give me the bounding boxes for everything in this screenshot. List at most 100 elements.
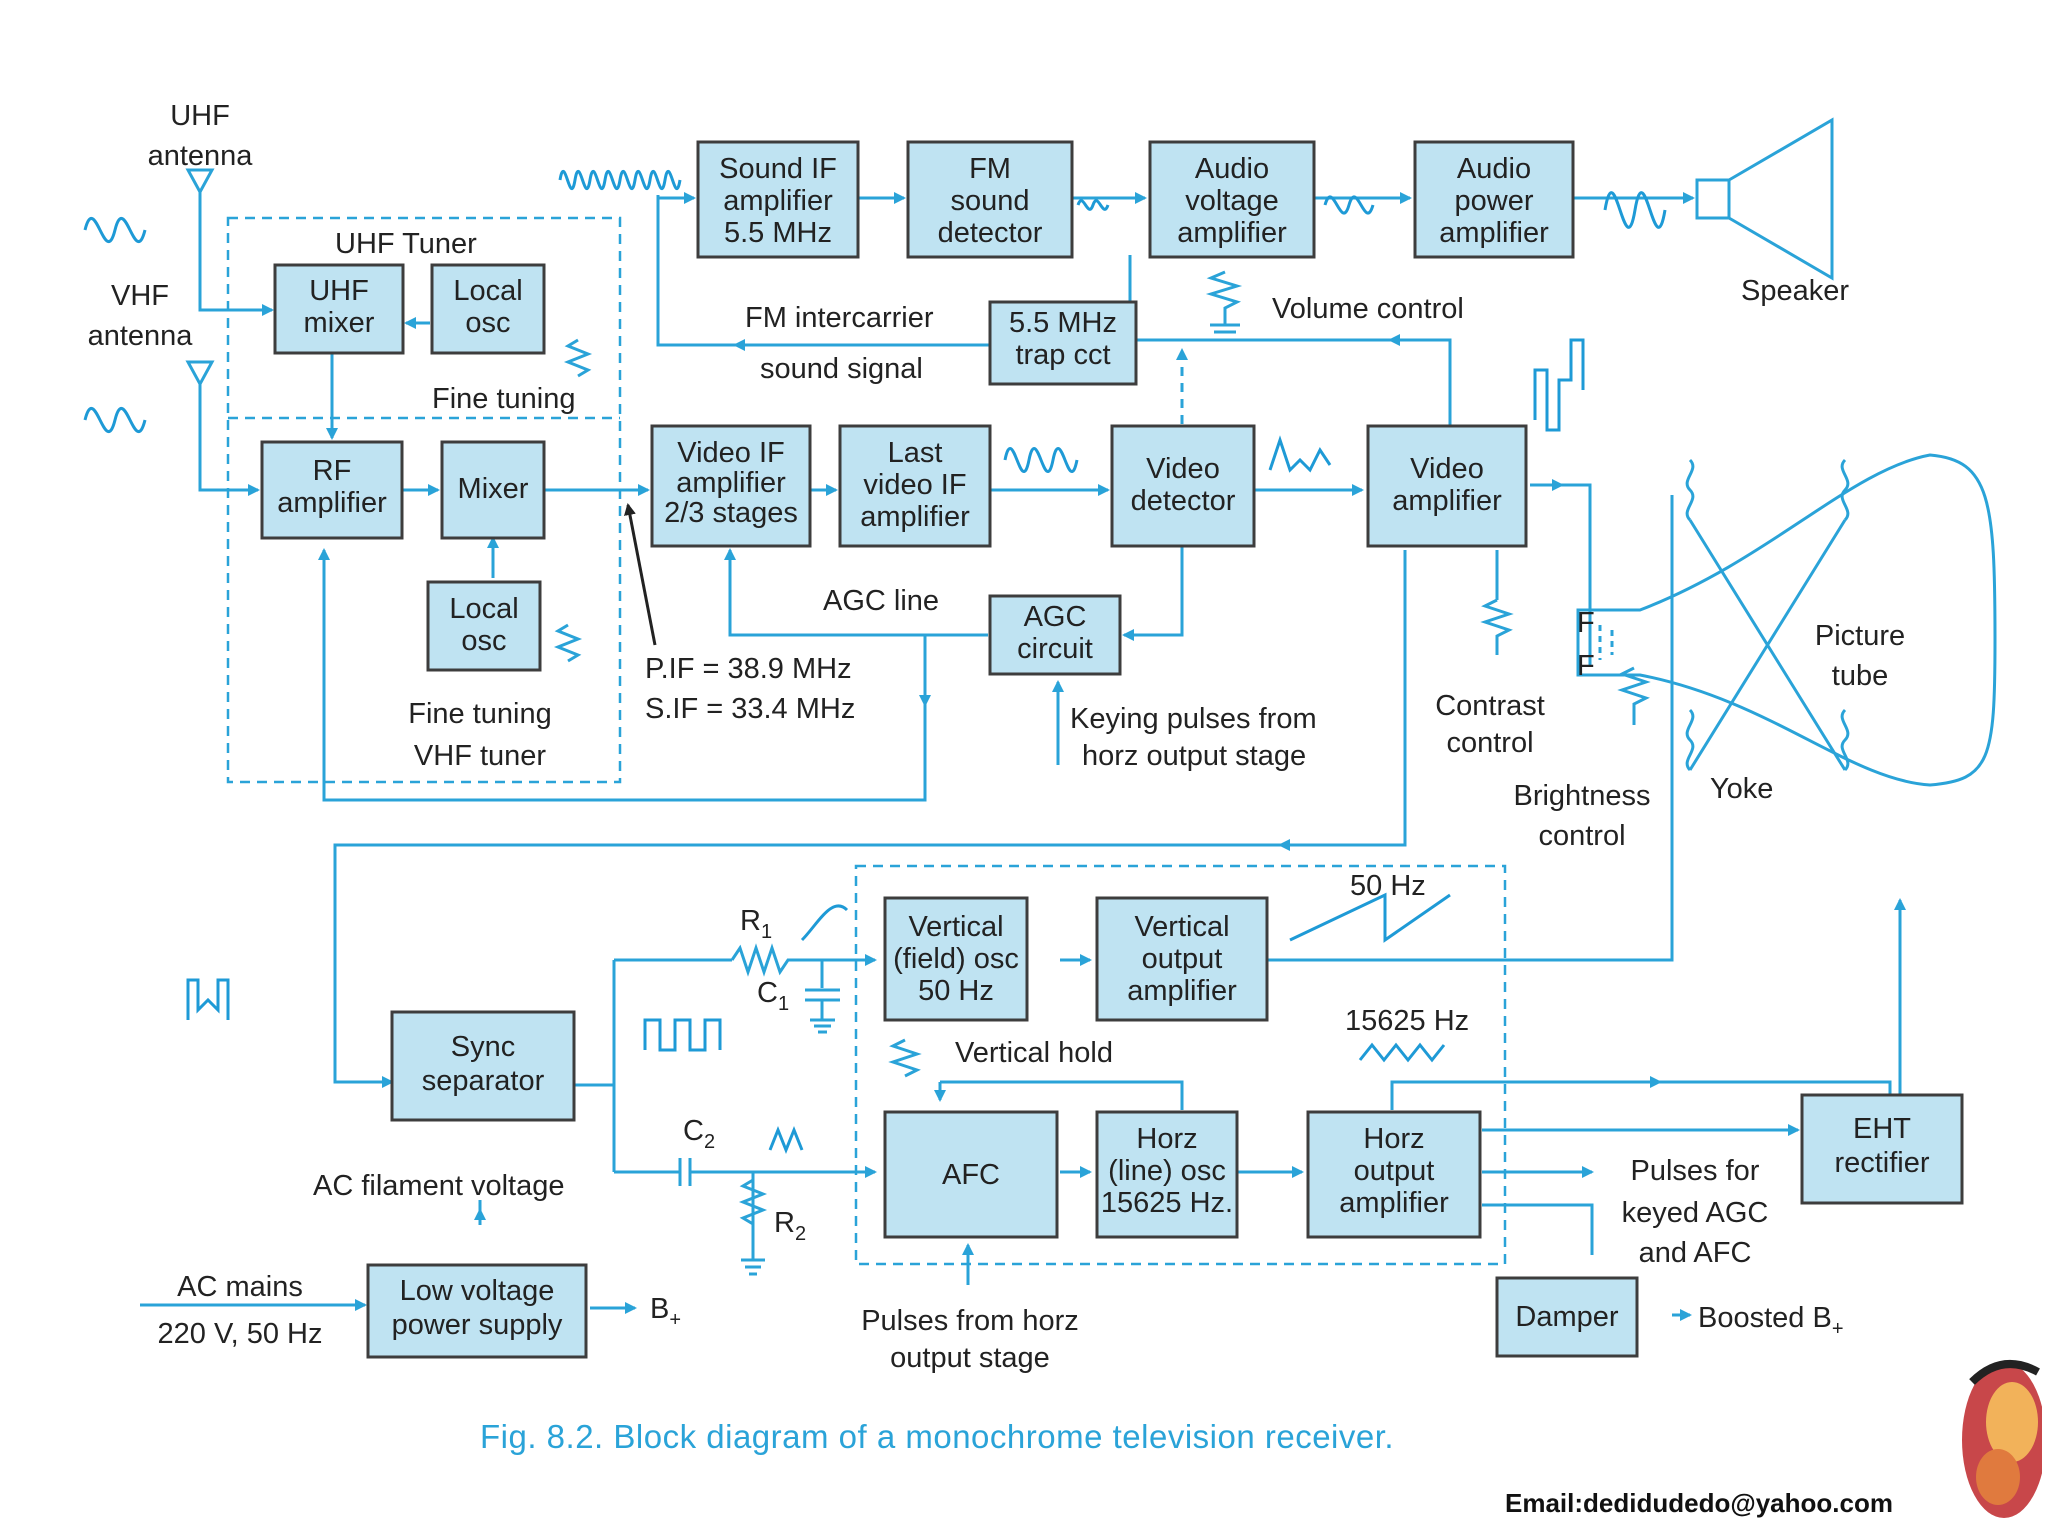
sound-if-waveform-icon bbox=[558, 170, 682, 190]
svg-text:Video IF: Video IF bbox=[677, 437, 784, 469]
if-waveform-icon bbox=[1003, 447, 1079, 473]
keying-pulses-label: Keying pulses from bbox=[1070, 703, 1317, 735]
svg-text:Low voltage: Low voltage bbox=[400, 1275, 555, 1307]
svg-text:FM: FM bbox=[969, 153, 1011, 185]
pulses-from-horz-label-2: output stage bbox=[890, 1342, 1050, 1374]
svg-text:osc: osc bbox=[461, 625, 506, 657]
pulses-keyed-label-3: and AFC bbox=[1639, 1237, 1752, 1269]
timebase-boundary bbox=[854, 864, 1507, 1266]
svg-text:amplifier: amplifier bbox=[1339, 1187, 1449, 1219]
volume-control-label: Volume control bbox=[1272, 293, 1464, 325]
brightness-label: Brightness bbox=[1513, 780, 1650, 812]
sif-label: S.IF = 33.4 MHz bbox=[645, 693, 855, 725]
hz50-label: 50 Hz bbox=[1350, 870, 1426, 902]
ac-mains-label-2: 220 V, 50 Hz bbox=[158, 1318, 323, 1350]
fine-tuning-uhf-label: Fine tuning bbox=[432, 383, 576, 415]
svg-text:Audio: Audio bbox=[1457, 153, 1531, 185]
svg-text:15625 Hz.: 15625 Hz. bbox=[1101, 1187, 1233, 1219]
svg-text:video IF: video IF bbox=[863, 469, 966, 501]
svg-text:amplifier: amplifier bbox=[1127, 975, 1237, 1007]
differentiated-waveform-icon bbox=[768, 1125, 804, 1155]
svg-text:Sound IF: Sound IF bbox=[719, 153, 837, 185]
audio-waveform-icon bbox=[1323, 195, 1375, 215]
svg-text:osc: osc bbox=[465, 307, 510, 339]
svg-text:(field) osc: (field) osc bbox=[893, 943, 1019, 975]
svg-text:output: output bbox=[1354, 1155, 1435, 1187]
svg-text:AFC: AFC bbox=[942, 1159, 1000, 1191]
uhf-tuner-label: UHF Tuner bbox=[335, 228, 477, 260]
integrated-waveform-icon bbox=[800, 904, 849, 942]
svg-text:Sync: Sync bbox=[451, 1031, 515, 1063]
svg-text:sound: sound bbox=[950, 185, 1029, 217]
svg-text:power: power bbox=[1455, 185, 1534, 217]
agc-line-label: AGC line bbox=[823, 585, 939, 617]
svg-text:amplifier: amplifier bbox=[1439, 217, 1549, 249]
svg-text:circuit: circuit bbox=[1017, 633, 1093, 665]
speaker-label: Speaker bbox=[1741, 275, 1849, 307]
svg-text:rectifier: rectifier bbox=[1834, 1147, 1929, 1179]
svg-text:Last: Last bbox=[888, 437, 943, 469]
picture-tube-icon bbox=[1576, 453, 1997, 787]
svg-text:amplifier: amplifier bbox=[860, 501, 970, 533]
svg-text:output: output bbox=[1142, 943, 1223, 975]
contrast-label: Contrast bbox=[1435, 690, 1545, 722]
pulses-keyed-label-2: keyed AGC bbox=[1622, 1197, 1769, 1229]
svg-text:amplifier: amplifier bbox=[277, 487, 387, 519]
fm-intercarrier-label-2: sound signal bbox=[760, 353, 923, 385]
fm-intercarrier-label: FM intercarrier bbox=[745, 302, 934, 334]
svg-text:5.5 MHz: 5.5 MHz bbox=[724, 217, 832, 249]
svg-text:EHT: EHT bbox=[1853, 1113, 1911, 1145]
figure-caption: Fig. 8.2. Block diagram of a monochrome … bbox=[480, 1418, 1395, 1455]
hz15625-label: 15625 Hz bbox=[1345, 1005, 1469, 1037]
b-plus-label: B+ bbox=[650, 1293, 681, 1331]
filament-label-2: F bbox=[1577, 650, 1595, 682]
afc-block: AFC bbox=[883, 1110, 1059, 1239]
svg-text:UHF: UHF bbox=[309, 275, 369, 307]
svg-text:trap cct: trap cct bbox=[1015, 339, 1110, 371]
filament-label-1: F bbox=[1577, 607, 1595, 639]
contrast-label-2: control bbox=[1446, 727, 1533, 759]
pif-label: P.IF = 38.9 MHz bbox=[645, 653, 852, 685]
svg-text:mixer: mixer bbox=[304, 307, 375, 339]
svg-text:Video: Video bbox=[1146, 453, 1220, 485]
svg-text:amplifier: amplifier bbox=[1177, 217, 1287, 249]
svg-text:RF: RF bbox=[313, 455, 352, 487]
fine-tuning-vhf-label: Fine tuning bbox=[408, 698, 552, 730]
svg-text:detector: detector bbox=[938, 217, 1043, 249]
annotation-labels: UHF antenna VHF antenna UHF Tuner Fine t… bbox=[88, 100, 1906, 1374]
yoke-label: Yoke bbox=[1710, 773, 1773, 805]
pulses-from-horz-label: Pulses from horz bbox=[861, 1305, 1079, 1337]
components bbox=[553, 270, 1651, 1276]
vhf-antenna-icon bbox=[185, 360, 215, 392]
svg-text:AGC: AGC bbox=[1024, 601, 1087, 633]
svg-text:Horz: Horz bbox=[1363, 1123, 1424, 1155]
avatar bbox=[1962, 1360, 2042, 1518]
composite-waveform-icon bbox=[186, 978, 230, 1020]
svg-text:Local: Local bbox=[453, 275, 522, 307]
uhf-antenna-label: UHF bbox=[170, 100, 230, 132]
pulses-keyed-label: Pulses for bbox=[1631, 1155, 1760, 1187]
svg-text:voltage: voltage bbox=[1185, 185, 1279, 217]
email-label: Email:dedidudedo@yahoo.com bbox=[1505, 1488, 1893, 1518]
signal-wires bbox=[140, 190, 1906, 1321]
uhf-antenna-label-2: antenna bbox=[148, 140, 254, 172]
fine-tuning-vhf-label-2: VHF tuner bbox=[414, 740, 546, 772]
antenna-icons bbox=[185, 168, 215, 392]
vhf-antenna-label: VHF bbox=[111, 280, 169, 312]
svg-text:Vertical: Vertical bbox=[908, 911, 1003, 943]
svg-text:Audio: Audio bbox=[1195, 153, 1269, 185]
vhf-antenna-label-2: antenna bbox=[88, 320, 194, 352]
svg-text:amplifier: amplifier bbox=[676, 467, 786, 499]
